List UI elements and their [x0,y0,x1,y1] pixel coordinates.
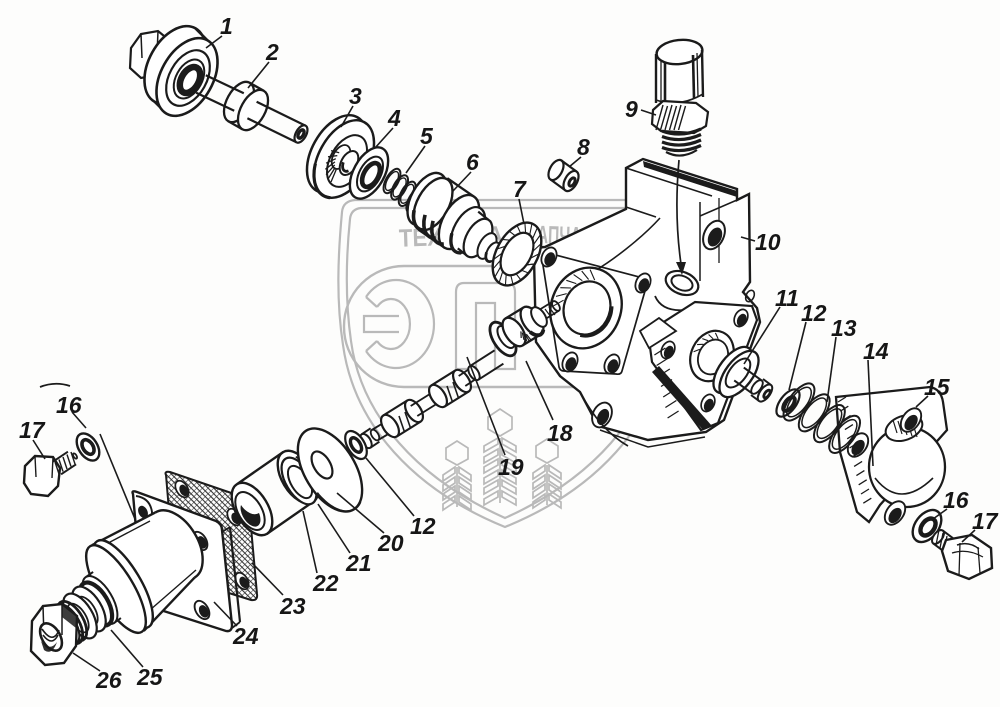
svg-text:9: 9 [625,96,638,122]
svg-text:17: 17 [19,417,46,443]
svg-text:21: 21 [345,550,372,576]
svg-text:8: 8 [577,134,590,160]
svg-text:4: 4 [387,105,401,131]
svg-text:24: 24 [232,623,259,649]
svg-text:10: 10 [755,229,781,255]
svg-text:12: 12 [410,513,436,539]
svg-text:17: 17 [972,508,999,534]
svg-text:5: 5 [420,123,434,149]
svg-text:7: 7 [513,176,527,202]
svg-text:23: 23 [279,593,306,619]
svg-text:25: 25 [136,664,164,690]
svg-text:16: 16 [56,392,82,418]
svg-text:2: 2 [265,39,279,65]
svg-text:6: 6 [466,149,479,175]
svg-text:3: 3 [349,83,362,109]
svg-text:18: 18 [547,420,573,446]
svg-text:11: 11 [775,285,799,311]
svg-text:22: 22 [312,570,339,596]
svg-text:19: 19 [498,454,524,480]
svg-text:14: 14 [863,338,889,364]
svg-text:20: 20 [377,530,404,556]
svg-text:1: 1 [220,13,233,39]
svg-text:12: 12 [801,300,827,326]
svg-text:13: 13 [831,315,857,341]
